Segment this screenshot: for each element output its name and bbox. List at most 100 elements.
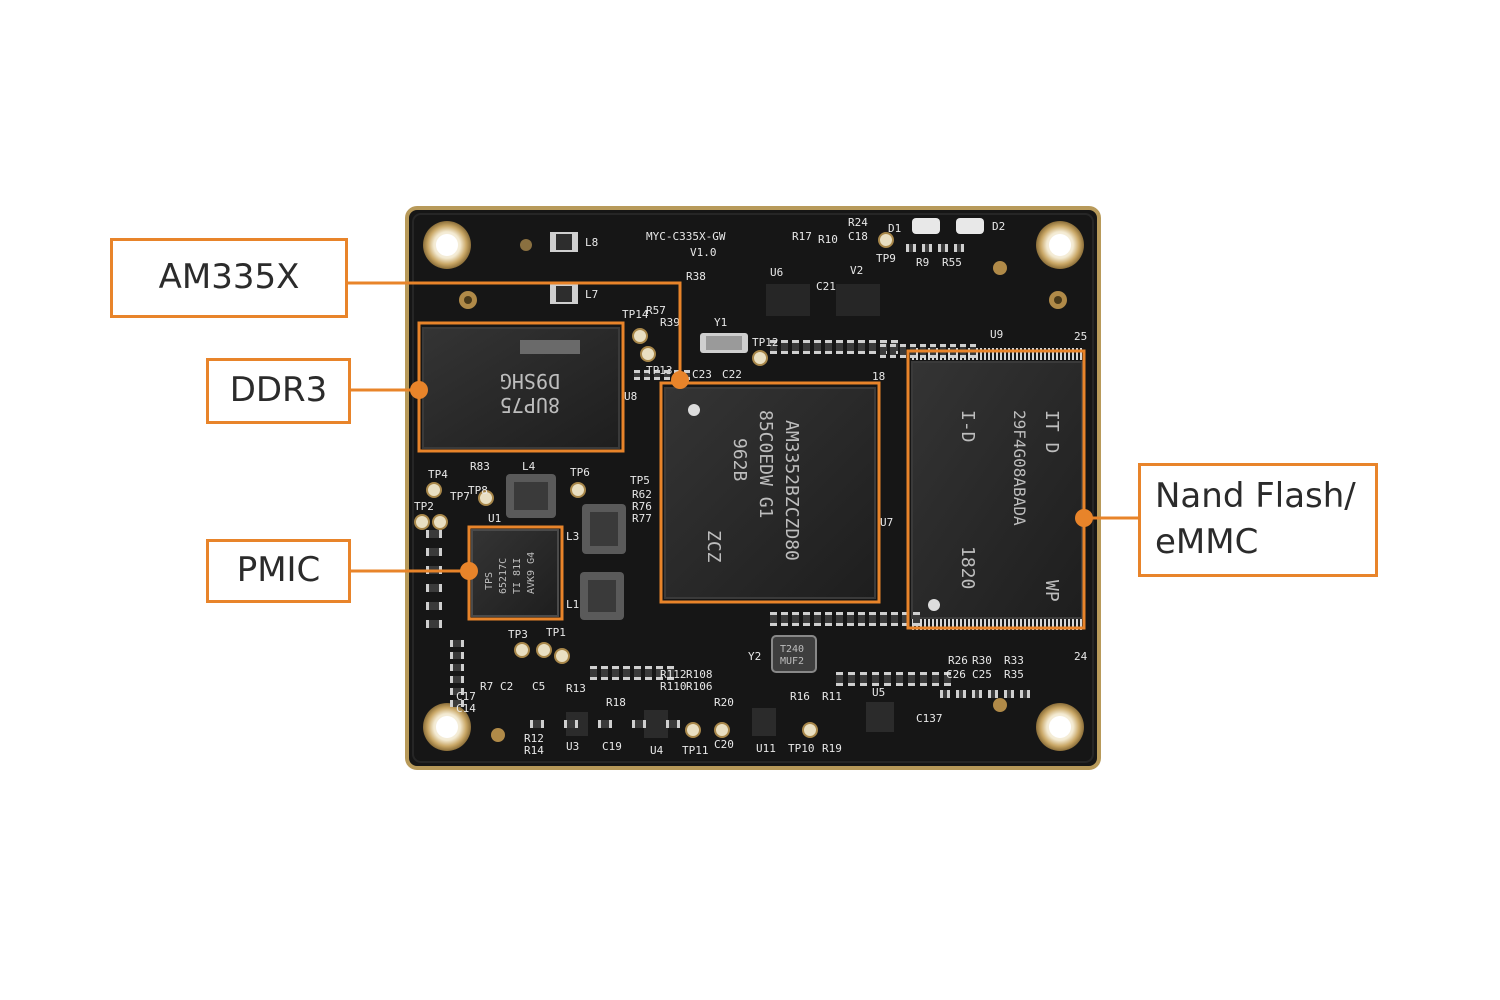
passive-component xyxy=(564,720,578,728)
flash-markings: I-D IT D 29F4G08ABADA 1820 WP xyxy=(957,410,1062,602)
power-inductors xyxy=(506,474,626,620)
passive-component xyxy=(972,690,982,698)
svg-text:R108: R108 xyxy=(686,668,713,681)
svg-text:U5: U5 xyxy=(872,686,885,699)
svg-text:L4: L4 xyxy=(522,460,536,473)
svg-text:IT D: IT D xyxy=(1041,410,1062,453)
passive-component xyxy=(880,344,886,358)
svg-text:U8: U8 xyxy=(624,390,637,403)
svg-text:D9SHG: D9SHG xyxy=(500,369,560,393)
passive-component xyxy=(884,672,891,686)
flash-chip xyxy=(911,361,1083,619)
passive-component xyxy=(814,612,821,626)
passive-component xyxy=(944,672,951,686)
passive-component xyxy=(896,672,903,686)
svg-text:U9: U9 xyxy=(990,328,1003,341)
svg-text:R14: R14 xyxy=(524,744,544,757)
svg-text:R112: R112 xyxy=(660,668,687,681)
passive-component xyxy=(450,700,464,707)
passive-component xyxy=(1004,690,1014,698)
svg-text:C22: C22 xyxy=(722,368,742,381)
svg-text:R106: R106 xyxy=(686,680,713,693)
svg-text:TP6: TP6 xyxy=(570,466,590,479)
test-point xyxy=(685,722,701,738)
test-point xyxy=(426,482,442,498)
leader-lines xyxy=(346,281,1140,573)
passive-component xyxy=(920,672,927,686)
svg-text:TPS: TPS xyxy=(484,572,495,590)
passive-component xyxy=(872,672,879,686)
svg-text:L1: L1 xyxy=(566,598,579,611)
svg-text:I-D: I-D xyxy=(957,410,978,443)
passive-component xyxy=(590,666,597,680)
svg-text:D1: D1 xyxy=(888,222,901,235)
passive-component xyxy=(612,666,619,680)
passive-component xyxy=(900,344,906,358)
passive-component xyxy=(836,340,843,354)
svg-text:C19: C19 xyxy=(602,740,622,753)
svg-text:AM3352BZCZD80: AM3352BZCZD80 xyxy=(781,420,802,561)
passive-component xyxy=(426,602,442,610)
passive-component xyxy=(803,340,810,354)
svg-text:AVK9 G4: AVK9 G4 xyxy=(526,552,537,594)
passive-component xyxy=(770,612,777,626)
svg-text:R9: R9 xyxy=(916,256,929,269)
svg-text:C2: C2 xyxy=(500,680,513,693)
svg-text:U3: U3 xyxy=(566,740,579,753)
svg-text:C18: C18 xyxy=(848,230,868,243)
flash-highlight xyxy=(906,349,1086,630)
svg-text:R33: R33 xyxy=(1004,654,1024,667)
test-points xyxy=(414,232,894,738)
passive-component xyxy=(848,672,855,686)
svg-text:TP2: TP2 xyxy=(414,500,434,513)
svg-text:R10: R10 xyxy=(818,233,838,246)
svg-text:R24: R24 xyxy=(848,216,868,229)
svg-text:R17: R17 xyxy=(792,230,812,243)
passive-component xyxy=(654,370,660,380)
passive-component xyxy=(450,640,464,647)
svg-text:25: 25 xyxy=(1074,330,1087,343)
svg-text:U6: U6 xyxy=(770,266,783,279)
test-point xyxy=(414,514,430,530)
test-point xyxy=(514,642,530,658)
svg-text:962B: 962B xyxy=(729,438,750,481)
svg-text:C25: C25 xyxy=(972,668,992,681)
passive-component xyxy=(664,370,670,380)
passive-component xyxy=(814,340,821,354)
passive-component xyxy=(836,672,843,686)
test-point xyxy=(802,722,818,738)
ddr3-markings: 8UP75 D9SHG xyxy=(500,369,560,417)
svg-text:C14: C14 xyxy=(456,702,476,715)
passive-component xyxy=(1020,690,1030,698)
passive-component xyxy=(426,530,442,538)
svg-text:U11: U11 xyxy=(756,742,776,755)
svg-text:R83: R83 xyxy=(470,460,490,473)
svg-text:R76: R76 xyxy=(632,500,652,513)
svg-text:TP5: TP5 xyxy=(630,474,650,487)
svg-text:R11: R11 xyxy=(822,690,842,703)
passive-component xyxy=(803,612,810,626)
passive-component xyxy=(880,612,887,626)
svg-text:TP9: TP9 xyxy=(876,252,896,265)
am335x-callout: AM335X xyxy=(110,238,348,318)
svg-text:R16: R16 xyxy=(790,690,810,703)
passive-component xyxy=(847,612,854,626)
passive-component xyxy=(634,370,640,380)
test-point xyxy=(752,350,768,366)
svg-text:MUF2: MUF2 xyxy=(780,656,804,667)
test-point xyxy=(632,328,648,344)
cpu-markings: AM3352BZCZD80 85C0EDW G1 962B ZCZ xyxy=(703,410,802,563)
passive-component xyxy=(450,676,464,683)
passive-component xyxy=(601,666,608,680)
svg-text:MYC-C335X-GW: MYC-C335X-GW xyxy=(646,230,726,243)
svg-text:R35: R35 xyxy=(1004,668,1024,681)
inductors-top xyxy=(550,232,578,304)
nand-callout-line1: Nand Flash/ xyxy=(1155,476,1356,517)
passive-component xyxy=(644,370,650,380)
passive-component xyxy=(632,720,646,728)
svg-text:V1.0: V1.0 xyxy=(690,246,717,259)
svg-text:TP14: TP14 xyxy=(622,308,649,321)
cpu-highlight xyxy=(659,381,881,604)
passive-component xyxy=(781,340,788,354)
